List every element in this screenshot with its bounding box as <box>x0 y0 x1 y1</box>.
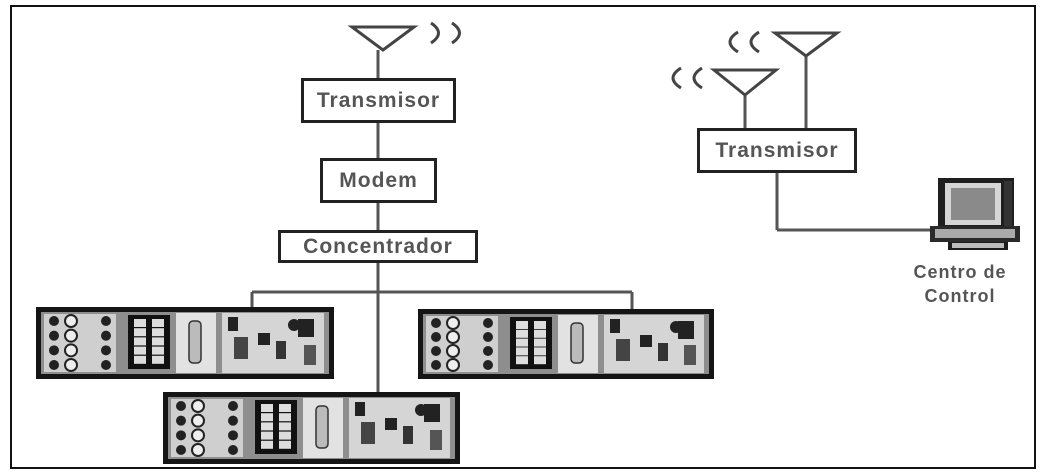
equipment-rack-left <box>36 307 334 379</box>
control-center-line1: Centro de <box>913 262 1007 282</box>
transmisor-right-label: Transmisor <box>715 138 839 162</box>
transmisor-left-box: Transmisor <box>301 78 456 123</box>
control-center-line2: Control <box>924 286 996 306</box>
transmisor-right-box: Transmisor <box>697 128 857 173</box>
equipment-rack-right <box>418 309 714 379</box>
modem-label: Modem <box>339 168 418 192</box>
modem-box: Modem <box>320 158 437 203</box>
transmisor-left-label: Transmisor <box>316 88 441 112</box>
radio-wave-icon <box>728 30 760 54</box>
antenna-icon <box>347 25 419 52</box>
computer-icon <box>930 178 1020 250</box>
antenna-icon <box>770 31 842 58</box>
equipment-rack-bottom <box>163 392 460 464</box>
diagram-border <box>10 5 1036 469</box>
concentrador-box: Concentrador <box>278 230 478 263</box>
concentrador-label: Concentrador <box>303 234 453 258</box>
antenna-icon <box>709 68 781 97</box>
radio-wave-icon <box>430 21 461 45</box>
radio-wave-icon <box>671 66 703 90</box>
control-center-caption: Centro de Control <box>895 260 1025 308</box>
